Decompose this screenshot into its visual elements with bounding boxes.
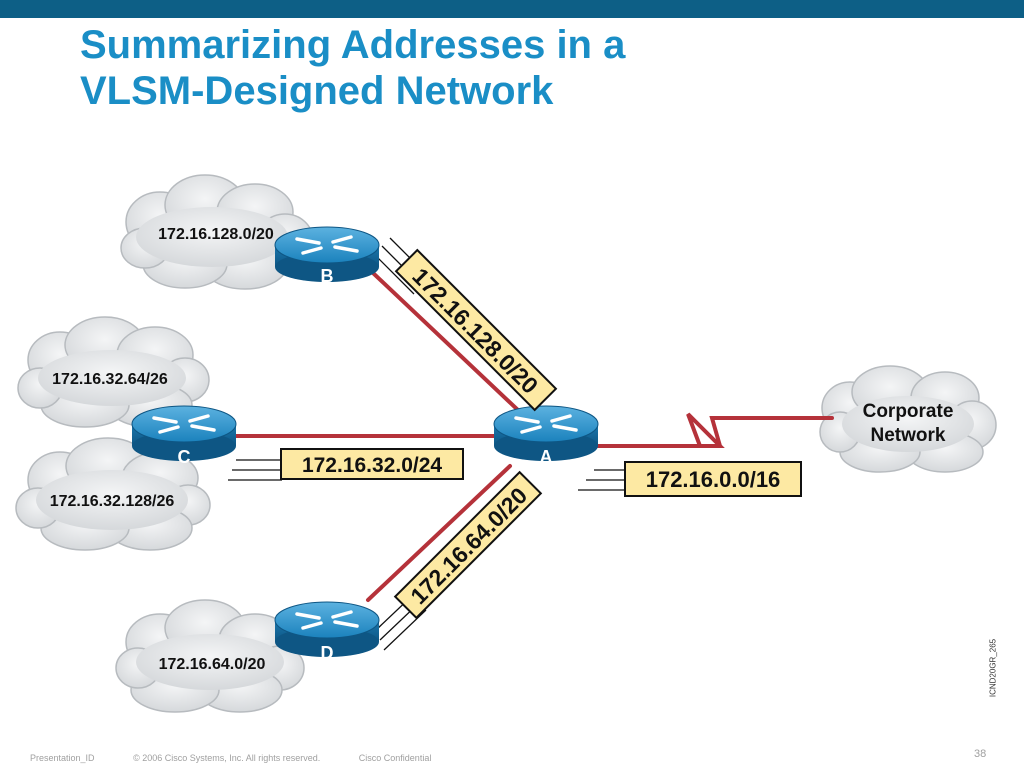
slide-number: 38 [974, 748, 987, 760]
summary-a-to-corporate: 172.16.0.0/16 [624, 461, 802, 497]
cloud-corporate [819, 365, 997, 473]
router-a-label: A [540, 447, 553, 467]
footer: Presentation_ID © 2006 Cisco Systems, In… [30, 753, 467, 763]
router-c[interactable] [131, 405, 237, 461]
cloud-c-lower-label: 172.16.32.128/26 [50, 493, 175, 510]
footer-presentation-id: Presentation_ID [30, 753, 95, 763]
cloud-d [115, 599, 305, 713]
summary-c-to-a: 172.16.32.0/24 [280, 448, 464, 480]
link-b-a [370, 270, 522, 414]
summary-d-to-a: 172.16.64.0/20 [393, 470, 543, 620]
cloud-corporate-label-line2: Network [871, 425, 946, 446]
cloud-b-label: 172.16.128.0/20 [158, 226, 274, 243]
slide-title: Summarizing Addresses in a VLSM-Designed… [80, 22, 625, 114]
cloud-d-label: 172.16.64.0/20 [159, 656, 266, 673]
cloud-c-lower [15, 437, 211, 551]
title-line-2: VLSM-Designed Network [80, 69, 554, 113]
summary-b-to-a: 172.16.128.0/20 [394, 248, 558, 412]
cloud-c-upper [17, 316, 210, 428]
link-a-corporate [596, 412, 834, 448]
router-b[interactable] [274, 226, 380, 282]
cloud-b [120, 174, 314, 290]
cloud-c-upper-label: 172.16.32.64/26 [52, 371, 168, 388]
summary-a-to-corporate-text: 172.16.0.0/16 [646, 467, 781, 492]
router-a[interactable] [493, 405, 599, 461]
footer-copyright: © 2006 Cisco Systems, Inc. All rights re… [133, 753, 321, 763]
router-d[interactable] [274, 601, 380, 657]
router-d-label: D [321, 643, 334, 663]
summary-b-to-a-text: 172.16.128.0/20 [407, 263, 543, 399]
top-bar [0, 0, 1024, 18]
figure-code: ICND20GR_265 [988, 638, 998, 698]
summary-c-to-a-text: 172.16.32.0/24 [302, 454, 442, 477]
footer-confidential: Cisco Confidential [358, 753, 432, 763]
router-c-label: C [178, 447, 191, 467]
cloud-corporate-label-line1: Corporate [863, 401, 954, 422]
title-line-1: Summarizing Addresses in a [80, 23, 626, 67]
link-d-a [366, 464, 512, 602]
router-b-label: B [321, 266, 334, 286]
